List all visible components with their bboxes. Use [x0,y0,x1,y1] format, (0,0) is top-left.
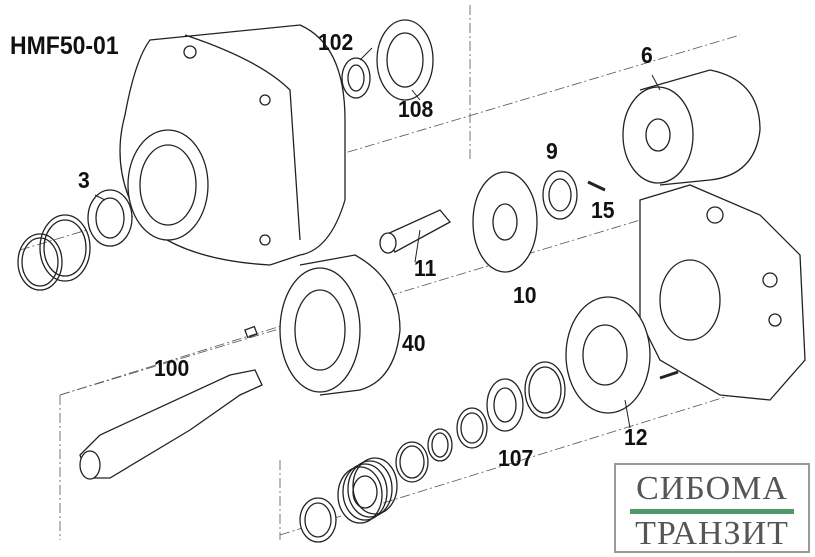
part-9 [542,170,578,220]
model-title: HMF50-01 [10,32,119,60]
logo-line-2: ТРАНЗИТ [635,515,789,552]
label-9: 9 [546,138,558,164]
label-40: 40 [402,330,426,356]
part-12 [565,296,651,414]
part-102 [341,57,371,99]
spring [337,457,398,524]
label-107: 107 [498,445,534,471]
part-6 [622,69,761,186]
label-3: 3 [78,167,90,193]
part-100 [79,369,263,479]
label-11: 11 [414,255,437,281]
label-100: 100 [154,355,190,381]
part-107 [486,378,524,432]
label-108: 108 [398,96,434,122]
part-15 [587,180,606,192]
part-3 [87,189,133,247]
label-10: 10 [513,282,537,308]
rear-cover [639,184,806,401]
logo-bar [630,509,794,514]
part-40 [279,254,401,396]
part-10 [472,171,538,273]
part-108 [376,19,434,101]
logo-line-1: СИБОМА [636,470,788,507]
label-102: 102 [318,29,354,55]
company-logo: СИБОМА ТРАНЗИТ [614,463,810,553]
label-15: 15 [591,197,615,223]
motor-housing [119,24,346,266]
label-12: 12 [624,424,648,450]
label-6: 6 [641,42,653,68]
